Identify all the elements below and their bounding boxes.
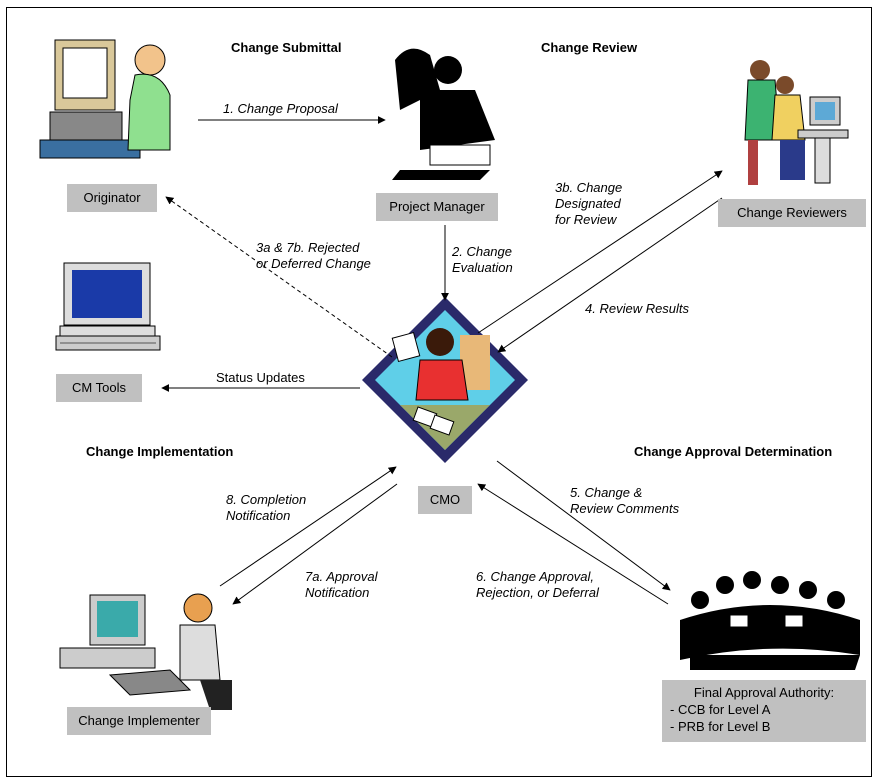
cm-tools-illustration xyxy=(55,262,161,351)
label-decision-line2: Rejection, or Deferral xyxy=(476,585,599,600)
node-originator: Originator xyxy=(67,184,157,212)
label-approval-decision: 6. Change Approval, Rejection, or Deferr… xyxy=(476,569,599,601)
arrow-approval-notification xyxy=(232,483,398,605)
label-designated-line1: 3b. Change xyxy=(555,180,623,195)
approval-authority-illustration xyxy=(680,571,860,670)
label-change-review-comments: 5. Change & Review Comments xyxy=(570,485,679,517)
arrow-approval-decision xyxy=(477,483,669,605)
arrow-designated-for-review xyxy=(477,170,723,334)
label-change-evaluation-line2: Evaluation xyxy=(452,260,513,275)
header-change-approval-determination: Change Approval Determination xyxy=(634,444,833,459)
header-change-implementation: Change Implementation xyxy=(86,444,234,459)
label-status-updates: Status Updates xyxy=(216,370,305,385)
approval-ccb-line: - CCB for Level A xyxy=(670,702,771,717)
reviewers-illustration xyxy=(744,60,849,185)
label-designated-line2: Designated xyxy=(555,196,621,211)
label-change-evaluation: 2. Change Evaluation xyxy=(452,244,513,276)
arrow-change-review-comments xyxy=(496,460,671,591)
header-change-review: Change Review xyxy=(541,40,638,55)
arrow-completion-notification xyxy=(219,466,397,587)
label-change-proposal: 1. Change Proposal xyxy=(223,101,338,116)
header-change-submittal: Change Submittal xyxy=(231,40,342,55)
approval-prb-line: - PRB for Level B xyxy=(670,719,771,734)
node-final-approval-authority: Final Approval Authority: - CCB for Leve… xyxy=(662,680,866,742)
node-cmo: CMO xyxy=(418,486,472,514)
label-rejected-line2: or Deferred Change xyxy=(256,256,371,271)
arrow-rejected-deferred xyxy=(165,196,393,358)
label-decision-line1: 6. Change Approval, xyxy=(476,569,595,584)
label-approval-notification-line2: Notification xyxy=(305,585,370,600)
label-change-evaluation-line1: 2. Change xyxy=(452,244,512,259)
cmo-illustration xyxy=(362,297,528,463)
label-comments-line1: 5. Change & xyxy=(570,485,643,500)
label-rejected-line1: 3a & 7b. Rejected xyxy=(256,240,360,255)
label-review-results: 4. Review Results xyxy=(585,301,690,316)
arrow-review-results xyxy=(497,197,723,353)
implementer-illustration xyxy=(59,593,232,710)
node-project-manager: Project Manager xyxy=(376,193,498,221)
label-rejected-deferred: 3a & 7b. Rejected or Deferred Change xyxy=(256,240,371,272)
label-approval-notification: 7a. Approval Notification xyxy=(305,569,378,601)
label-designated-line3: for Review xyxy=(555,212,617,227)
node-change-reviewers: Change Reviewers xyxy=(718,199,866,227)
originator-illustration xyxy=(39,39,171,159)
label-completion-line2: Notification xyxy=(226,508,291,523)
approval-title: Final Approval Authority: xyxy=(693,685,835,700)
label-comments-line2: Review Comments xyxy=(570,501,680,516)
project-manager-illustration xyxy=(382,40,500,180)
label-completion-notification: 8. Completion Notification xyxy=(226,492,306,524)
node-cm-tools: CM Tools xyxy=(56,374,142,402)
node-change-implementer: Change Implementer xyxy=(67,707,211,735)
label-completion-line1: 8. Completion xyxy=(226,492,307,507)
label-designated-for-review: 3b. Change Designated for Review xyxy=(555,180,622,228)
label-approval-notification-line1: 7a. Approval xyxy=(305,569,378,584)
